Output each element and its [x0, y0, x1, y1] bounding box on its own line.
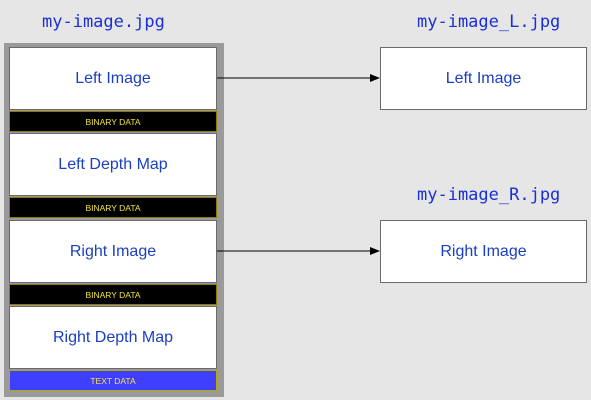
source-filename: my-image.jpg	[42, 12, 165, 32]
output-right-filename: my-image_R.jpg	[417, 185, 561, 205]
right-image-section: Right Image	[9, 220, 217, 283]
left-image-section: Left Image	[9, 47, 217, 110]
output-left-image-box: Left Image	[380, 47, 587, 110]
binary-data-bar: BINARY DATA	[9, 111, 217, 132]
output-left-filename: my-image_L.jpg	[417, 12, 561, 32]
right-depth-map-section: Right Depth Map	[9, 306, 217, 369]
binary-data-bar: BINARY DATA	[9, 284, 217, 305]
binary-data-bar: BINARY DATA	[9, 197, 217, 218]
left-depth-map-section: Left Depth Map	[9, 133, 217, 196]
text-data-bar: TEXT DATA	[9, 370, 217, 391]
output-right-image-box: Right Image	[380, 220, 587, 283]
